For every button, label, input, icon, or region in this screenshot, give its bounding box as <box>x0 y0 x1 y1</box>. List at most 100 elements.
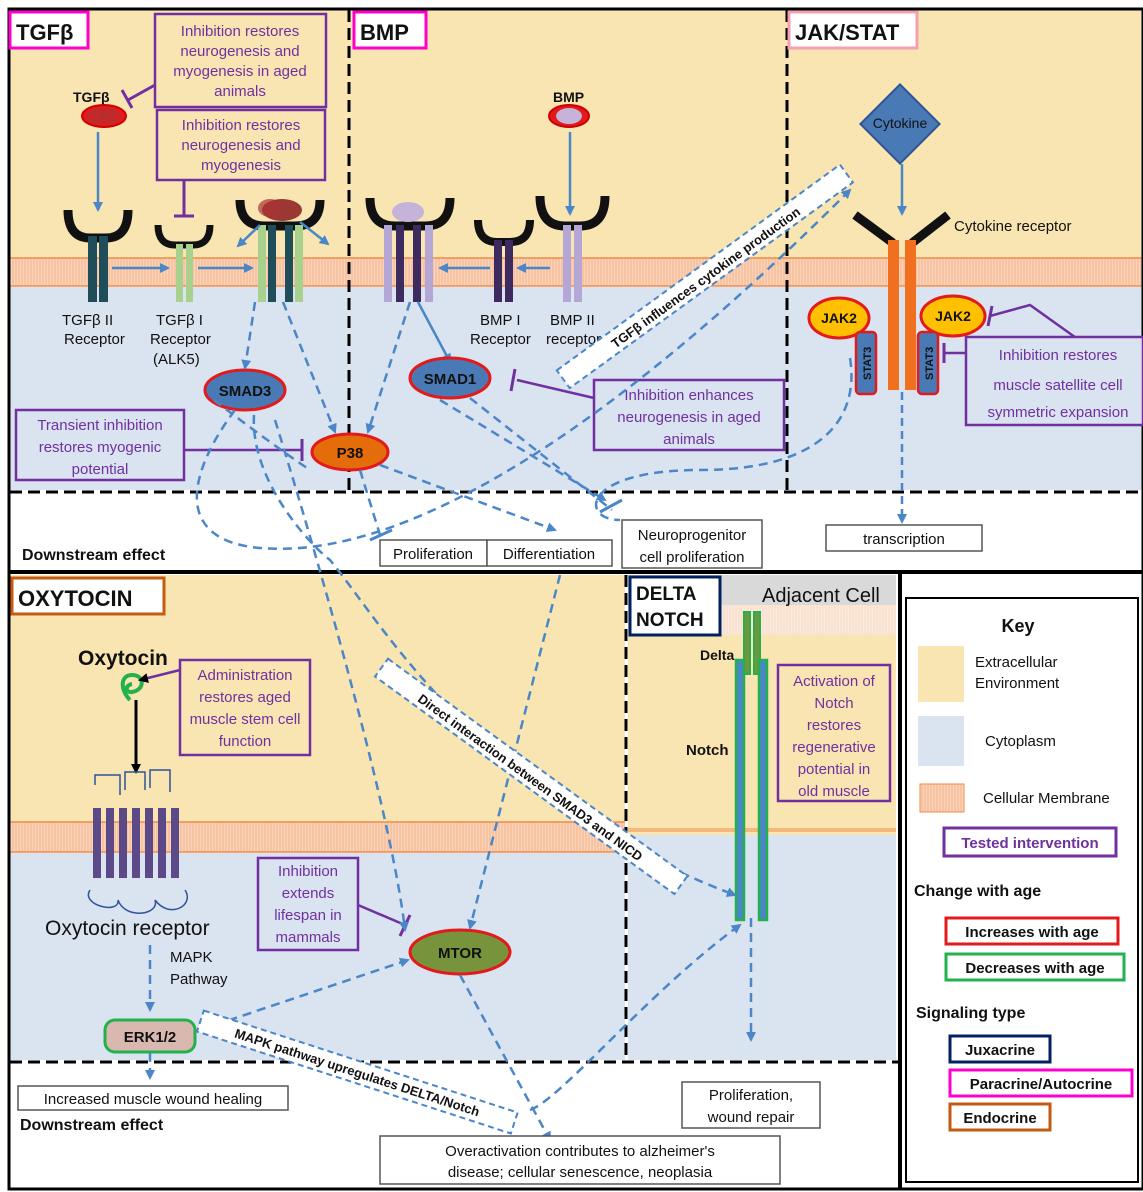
svg-text:SMAD1: SMAD1 <box>424 371 477 388</box>
tgfb-ii-label-1: TGFβ II <box>62 312 113 329</box>
svg-text:function: function <box>219 733 272 750</box>
svg-text:old muscle: old muscle <box>798 783 870 800</box>
panel-title-delta: DELTA <box>636 584 697 605</box>
bmp-panel: BMP BMP I Receptor BMP II receptor <box>365 89 610 364</box>
svg-text:MTOR: MTOR <box>438 945 482 962</box>
tgfb-i-receptor <box>154 224 214 302</box>
smad3-node: SMAD3 <box>203 368 287 412</box>
tgfb-ii-label-2: Receptor <box>64 331 125 348</box>
svg-text:wound repair: wound repair <box>707 1109 795 1126</box>
ligand-tgfb-label: TGFβ <box>73 89 110 105</box>
svg-text:Inhibition enhances: Inhibition enhances <box>624 387 753 404</box>
svg-text:Downstream effect: Downstream effect <box>20 1117 164 1134</box>
svg-text:cell proliferation: cell proliferation <box>639 549 744 566</box>
frame-lines <box>7 7 1143 1191</box>
svg-text:animals: animals <box>214 83 266 100</box>
svg-text:Pathway: Pathway <box>170 971 228 988</box>
intervention-mtor: Inhibition extends lifespan in mammals <box>256 856 412 952</box>
panel-title-notch: NOTCH <box>636 610 704 631</box>
intervention-smad1: Inhibition enhances neurogenesis in aged… <box>509 368 786 452</box>
oxytocin-receptor <box>93 808 179 878</box>
oxytocin-panel: Oxytocin Oxytocin receptor MAPK Pathway … <box>45 647 228 1080</box>
svg-text:Proliferation: Proliferation <box>393 546 473 563</box>
mtor-node: MTOR <box>408 928 512 976</box>
svg-text:receptor: receptor <box>546 331 601 348</box>
svg-text:Activation of: Activation of <box>793 673 876 690</box>
panel-title-bmp: BMP <box>360 20 409 45</box>
svg-text:Oxytocin receptor: Oxytocin receptor <box>45 917 210 940</box>
tgfb-i-label-1: TGFβ I <box>156 312 203 329</box>
svg-text:myogenesis in aged: myogenesis in aged <box>173 63 306 80</box>
svg-text:Decreases with age: Decreases with age <box>965 960 1104 977</box>
svg-text:lifespan in: lifespan in <box>274 907 342 924</box>
svg-text:muscle stem cell: muscle stem cell <box>190 711 301 728</box>
downstream-top: Downstream effect Proliferation Differen… <box>22 519 983 569</box>
svg-text:transcription: transcription <box>863 531 945 548</box>
svg-text:ERK1/2: ERK1/2 <box>124 1029 177 1046</box>
tgfb-ii-receptor <box>63 209 133 302</box>
cytokine-ligand <box>858 82 942 166</box>
svg-text:MAPK: MAPK <box>170 949 213 966</box>
svg-text:Key: Key <box>1001 616 1034 636</box>
tgfb-i-label-2: Receptor <box>150 331 211 348</box>
jak2-left-node: JAK2 <box>807 296 871 340</box>
svg-text:Notch: Notch <box>686 742 729 759</box>
svg-text:Endocrine: Endocrine <box>963 1110 1036 1127</box>
panel-title-tgfb: TGFβ <box>16 20 73 45</box>
svg-text:Inhibition restores: Inhibition restores <box>999 347 1117 364</box>
downstream-bottom: Increased muscle wound healing Downstrea… <box>17 1081 821 1185</box>
panel-title-oxytocin: OXYTOCIN <box>18 586 133 611</box>
smad1-node: SMAD1 <box>408 356 492 400</box>
key-legend: Key Extracellular Environment Cytoplasm … <box>905 597 1139 1183</box>
bmp-i-receptor <box>474 219 534 302</box>
delta-ligand <box>743 611 751 675</box>
bmp-complex-receptor <box>365 197 455 302</box>
svg-text:animals: animals <box>663 431 715 448</box>
svg-text:Environment: Environment <box>975 675 1060 692</box>
svg-text:Cellular Membrane: Cellular Membrane <box>983 790 1110 807</box>
svg-text:Downstream effect: Downstream effect <box>22 547 166 564</box>
svg-text:Tested intervention: Tested intervention <box>961 835 1098 852</box>
ligand-bmp-label: BMP <box>553 89 584 105</box>
svg-text:Overactivation contributes to: Overactivation contributes to alzheimer'… <box>445 1143 715 1160</box>
svg-text:disease; cellular senescence,: disease; cellular senescence, neoplasia <box>448 1164 713 1181</box>
svg-text:extends: extends <box>282 885 335 902</box>
panel-title-jakstat: JAK/STAT <box>795 20 900 45</box>
svg-text:symmetric expansion: symmetric expansion <box>988 404 1129 421</box>
panel-titles: TGFβ BMP JAK/STAT OXYTOCIN DELTA NOTCH <box>8 10 919 637</box>
svg-text:Paracrine/Autocrine: Paracrine/Autocrine <box>970 1076 1113 1093</box>
svg-text:P38: P38 <box>337 445 364 462</box>
svg-text:neurogenesis and: neurogenesis and <box>180 43 299 60</box>
svg-text:Notch: Notch <box>814 695 853 712</box>
svg-text:STAT3: STAT3 <box>862 347 874 380</box>
intervention-tgfb-aged: Inhibition restores neurogenesis and myo… <box>153 12 328 109</box>
tgfb-receptor-complex <box>235 199 325 302</box>
erk-node: ERK1/2 <box>103 1018 197 1054</box>
svg-text:JAK2: JAK2 <box>935 308 971 324</box>
svg-text:muscle satellite cell: muscle satellite cell <box>993 377 1122 394</box>
tgfb-panel: TGFβ TGFβ II Receptor TGFβ I Receptor (A… <box>62 83 330 368</box>
intervention-notch: Activation of Notch restores regenerativ… <box>776 663 892 803</box>
svg-text:Receptor: Receptor <box>470 331 531 348</box>
svg-text:Cytoplasm: Cytoplasm <box>985 733 1056 750</box>
svg-text:restores: restores <box>807 717 861 734</box>
svg-text:Delta: Delta <box>700 647 734 663</box>
svg-text:potential in: potential in <box>798 761 871 778</box>
intervention-p38: Transient inhibition restores myogenic p… <box>14 408 304 482</box>
svg-text:BMP II: BMP II <box>550 312 595 329</box>
svg-text:restores aged: restores aged <box>199 689 291 706</box>
svg-text:Cytokine receptor: Cytokine receptor <box>954 218 1072 235</box>
svg-text:Extracellular: Extracellular <box>975 654 1058 671</box>
svg-text:Cytokine: Cytokine <box>873 115 928 131</box>
svg-text:JAK2: JAK2 <box>821 310 857 326</box>
svg-text:Change with age: Change with age <box>914 883 1041 900</box>
svg-text:Increases with age: Increases with age <box>965 924 1098 941</box>
svg-text:Inhibition: Inhibition <box>278 863 338 880</box>
p38-node: P38 <box>310 432 390 472</box>
stat3-right-node: STAT3 <box>916 330 940 396</box>
svg-text:Signaling type: Signaling type <box>916 1005 1025 1022</box>
svg-text:Oxytocin: Oxytocin <box>78 647 168 670</box>
deltanotch-panel: Adjacent Cell Delta Notch <box>686 585 880 1042</box>
svg-text:myogenesis: myogenesis <box>201 157 281 174</box>
